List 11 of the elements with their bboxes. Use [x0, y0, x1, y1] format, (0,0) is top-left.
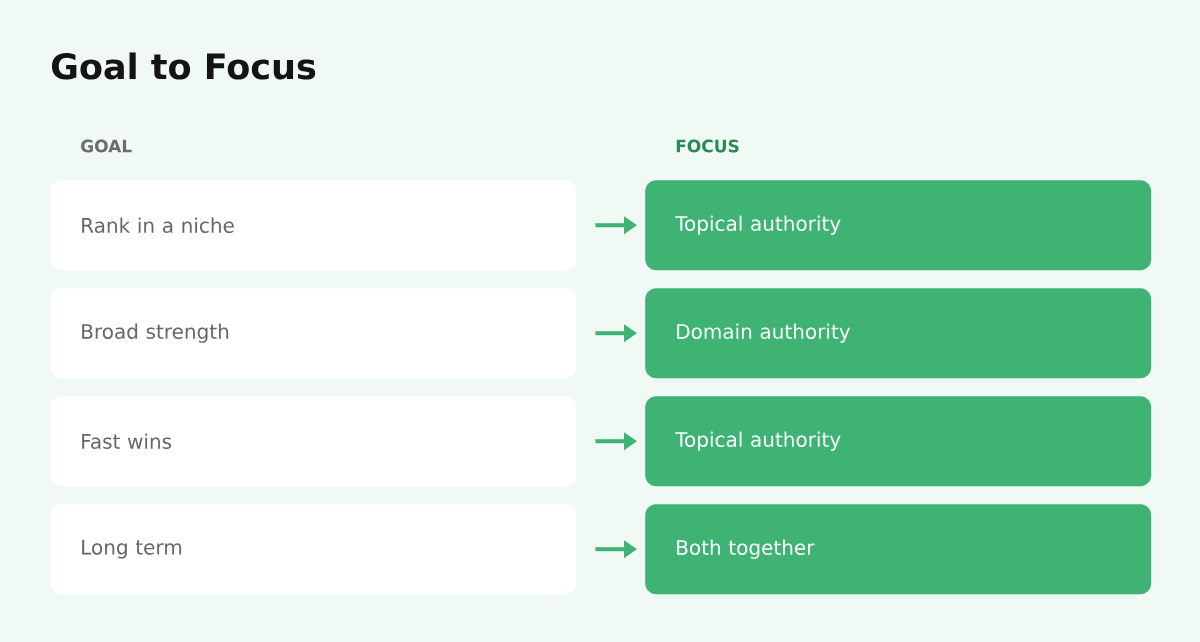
goal-box: Broad strength	[50, 288, 577, 379]
title: Goal to Focus	[51, 52, 316, 80]
focus-box: Domain authority	[645, 288, 1152, 379]
focus-box: Topical authority	[645, 180, 1152, 271]
goal-box: Rank in a niche	[50, 180, 577, 271]
column-header: GOAL	[81, 139, 132, 153]
focus-box: Both together	[645, 504, 1152, 595]
goal-box: Fast wins	[50, 396, 577, 487]
goal-box: Long term	[50, 504, 577, 595]
focus-box: Topical authority	[645, 396, 1152, 487]
column-header: FOCUS	[676, 139, 739, 153]
